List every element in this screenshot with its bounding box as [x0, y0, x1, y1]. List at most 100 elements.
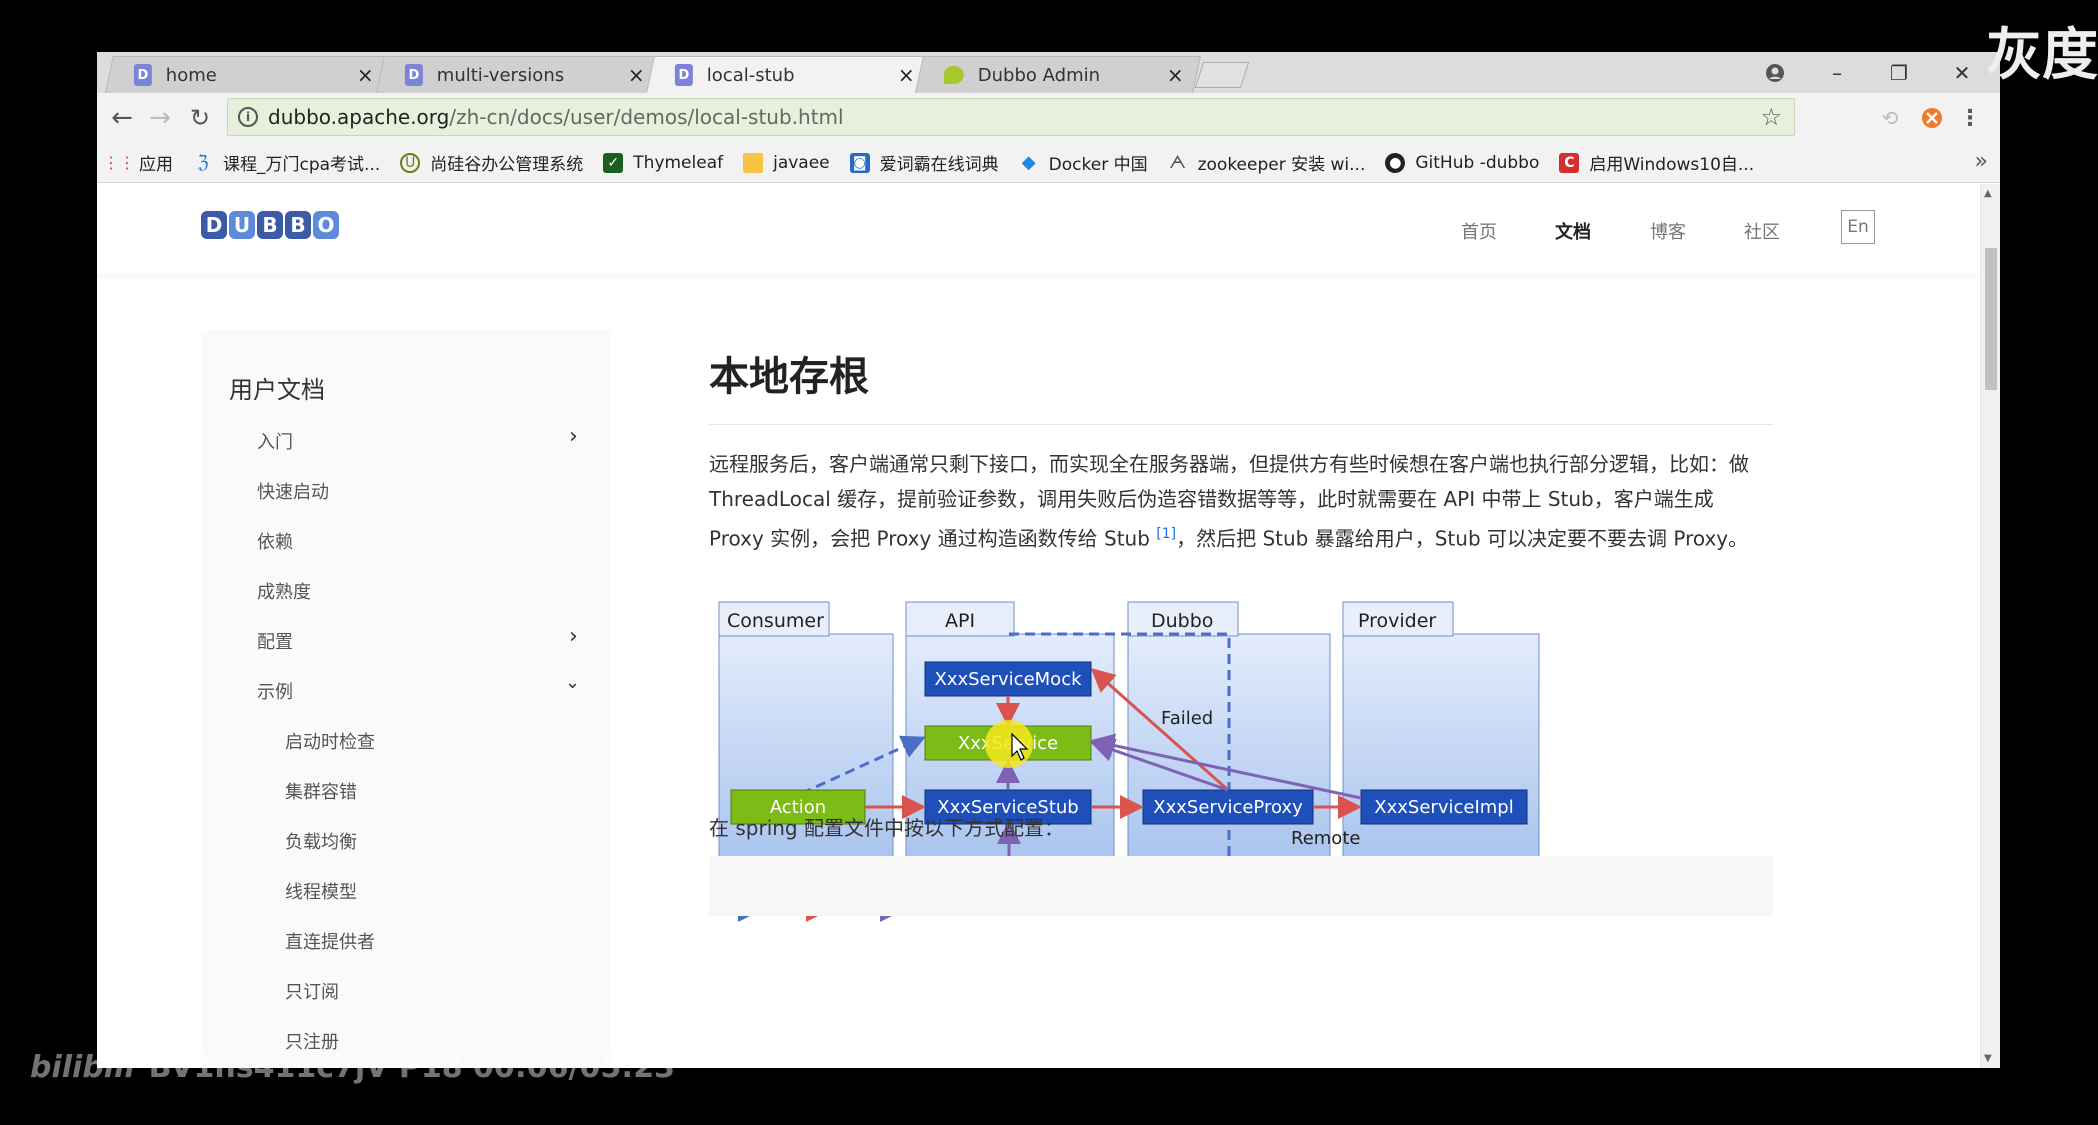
- extension-icon[interactable]: ⟲: [1881, 106, 1899, 130]
- chevron-right-icon[interactable]: ›: [569, 624, 578, 649]
- scroll-up-icon[interactable]: ▲: [1984, 188, 1992, 199]
- bookmarks-overflow-icon[interactable]: »: [1974, 149, 1988, 174]
- extension-orange-icon[interactable]: [1917, 103, 1947, 133]
- column-label: Consumer: [727, 610, 824, 632]
- dubbo-logo[interactable]: D U B B O: [201, 211, 339, 239]
- sidebar-item-dependencies[interactable]: 依赖: [257, 532, 293, 553]
- tab-close-icon[interactable]: ×: [898, 63, 915, 87]
- address-bar[interactable]: i dubbo.apache.org/zh-cn/docs/user/demos…: [227, 98, 1795, 136]
- profile-icon[interactable]: [1748, 52, 1802, 93]
- zookeeper-icon: ᗅ: [1169, 152, 1187, 173]
- site-header: D U B B O 首页 文档 博客 社区 En: [97, 184, 1980, 274]
- language-toggle-button[interactable]: En: [1841, 210, 1875, 244]
- sidebar-item-maturity[interactable]: 成熟度: [257, 582, 311, 603]
- chevron-down-icon[interactable]: ⌄: [565, 672, 581, 693]
- docker-icon: ◆: [1021, 152, 1036, 173]
- box-action: Action: [730, 789, 866, 825]
- scroll-down-icon[interactable]: ▼: [1984, 1053, 1992, 1064]
- sidebar-item-examples[interactable]: 示例: [257, 682, 293, 703]
- nav-blog[interactable]: 博客: [1650, 222, 1686, 243]
- tab-multi-versions[interactable]: D multi-versions ×: [376, 56, 662, 93]
- sidebar-item-startup-check[interactable]: 启动时检查: [285, 732, 375, 753]
- nav-docs[interactable]: 文档: [1555, 222, 1591, 243]
- video-watermark: bilibili BV1ns411c7jV P18 00:06/05:23: [30, 1050, 675, 1085]
- menu-kebab-icon[interactable]: ⋮: [1959, 105, 1981, 131]
- article-paragraph: 远程服务后，客户端通常只剩下接口，而实现全在服务器端，但提供方有些时候想在客户端…: [709, 447, 1773, 557]
- local-stub-diagram: Consumer API Dubbo Provider: [718, 601, 1540, 922]
- column-provider: Provider: [1342, 601, 1540, 867]
- watermark-text: BV1ns411c7jV P18 00:06/05:23: [148, 1050, 675, 1085]
- browser-toolbar: ← → ↻ i dubbo.apache.org/zh-cn/docs/user…: [97, 93, 2000, 143]
- bookmark-item[interactable]: ◆ Docker 中国: [1019, 150, 1148, 175]
- inherit-arrow: [1090, 733, 1362, 800]
- box-xxx-service-proxy: XxxServiceProxy: [1142, 789, 1314, 825]
- forward-arrow-icon[interactable]: →: [149, 103, 171, 133]
- tab-dubbo-admin[interactable]: Dubbo Admin ×: [915, 56, 1201, 93]
- url-host: dubbo.apache.org: [268, 105, 450, 129]
- wanmen-icon: ℨ: [197, 152, 209, 173]
- back-arrow-icon[interactable]: ←: [111, 103, 133, 133]
- tab-local-stub[interactable]: D local-stub ×: [646, 56, 932, 93]
- c-icon: C: [1559, 152, 1580, 173]
- minimize-button[interactable]: –: [1832, 60, 1842, 85]
- sidebar-item-register-only[interactable]: 只注册: [285, 1032, 339, 1053]
- column-label: Dubbo: [1151, 610, 1213, 632]
- chevron-right-icon[interactable]: ›: [569, 424, 578, 449]
- bookmark-item[interactable]: U 尚硅谷办公管理系统: [400, 150, 583, 175]
- tab-close-icon[interactable]: ×: [1167, 63, 1184, 87]
- nav-home[interactable]: 首页: [1461, 222, 1497, 243]
- bookmark-label: Thymeleaf: [633, 152, 724, 173]
- restore-button[interactable]: ❐: [1890, 60, 1908, 85]
- corner-watermark: 灰度: [1986, 23, 2098, 88]
- sidebar-item-configuration[interactable]: 配置: [257, 632, 293, 653]
- box-label: XxxServiceProxy: [1153, 797, 1303, 818]
- logo-letter: B: [257, 211, 283, 239]
- folder-icon: [743, 152, 764, 173]
- new-tab-button[interactable]: [1194, 62, 1250, 88]
- sidebar-item-subscribe-only[interactable]: 只订阅: [285, 982, 339, 1003]
- failed-label: Failed: [1161, 708, 1213, 729]
- dubbo-favicon-icon: D: [674, 64, 693, 86]
- tab-strip: D home × D multi-versions × D local-stub…: [97, 52, 2000, 93]
- sidebar-item-thread-model[interactable]: 线程模型: [285, 882, 357, 903]
- close-window-button[interactable]: ✕: [1953, 60, 1971, 85]
- bookmark-item[interactable]: ⋮⋮ 应用: [103, 150, 173, 175]
- atguigu-icon: U: [400, 152, 421, 173]
- bookmark-item[interactable]: ℨ 课程_万门cpa考试...: [193, 150, 380, 175]
- bookmark-label: zookeeper 安装 wi...: [1197, 155, 1366, 175]
- bookmark-item[interactable]: ◙ 爱词霸在线词典: [849, 150, 999, 175]
- nav-community[interactable]: 社区: [1744, 222, 1780, 243]
- bilibili-logo: bilibili: [30, 1050, 135, 1085]
- divider: [709, 424, 1773, 425]
- bookmark-item[interactable]: ᗅ zookeeper 安装 wi...: [1168, 150, 1366, 175]
- bookmark-item[interactable]: C 启用Windows10自...: [1559, 150, 1754, 175]
- bookmark-item[interactable]: ● GitHub -dubbo: [1385, 152, 1539, 173]
- sidebar-item-direct-provider[interactable]: 直连提供者: [285, 932, 375, 953]
- sidebar-item-getting-started[interactable]: 入门: [257, 432, 293, 453]
- leaf-favicon-icon: [943, 66, 964, 84]
- web-page: D U B B O 首页 文档 博客 社区 En 用户文档 入门 › 快速启动 …: [97, 184, 1980, 1068]
- bookmark-item[interactable]: javaee: [743, 152, 830, 173]
- site-info-icon[interactable]: i: [238, 107, 258, 127]
- tab-close-icon[interactable]: ×: [357, 63, 374, 87]
- failed-arrow: [1090, 668, 1229, 792]
- dubbo-favicon-icon: D: [404, 64, 423, 86]
- bookmark-item[interactable]: ✓ Thymeleaf: [603, 152, 724, 173]
- tab-home[interactable]: D home ×: [105, 56, 391, 93]
- sidebar-item-fault-tolerance[interactable]: 集群容错: [285, 782, 357, 803]
- scroll-thumb[interactable]: [1985, 248, 1997, 390]
- box-xxx-service-stub: XxxServiceStub: [924, 789, 1092, 825]
- remote-label: Remote: [1291, 828, 1360, 849]
- tab-close-icon[interactable]: ×: [628, 63, 645, 87]
- logo-letter: B: [285, 211, 311, 239]
- sidebar-item-load-balance[interactable]: 负载均衡: [285, 832, 357, 853]
- column-label: Provider: [1358, 610, 1436, 632]
- page-scrollbar[interactable]: ▲ ▼: [1980, 184, 2000, 1068]
- reload-icon[interactable]: ↻: [189, 104, 211, 132]
- bookmarks-bar: ⋮⋮ 应用 ℨ 课程_万门cpa考试... U 尚硅谷办公管理系统 ✓ Thym…: [97, 143, 2000, 183]
- bookmark-star-icon[interactable]: ☆: [1760, 103, 1782, 131]
- footnote-link[interactable]: [1]: [1156, 526, 1177, 542]
- bookmark-label: javaee: [773, 152, 830, 173]
- sidebar-item-quick-start[interactable]: 快速启动: [257, 482, 329, 503]
- url-path: /zh-cn/docs/user/demos/local-stub.html: [449, 105, 844, 129]
